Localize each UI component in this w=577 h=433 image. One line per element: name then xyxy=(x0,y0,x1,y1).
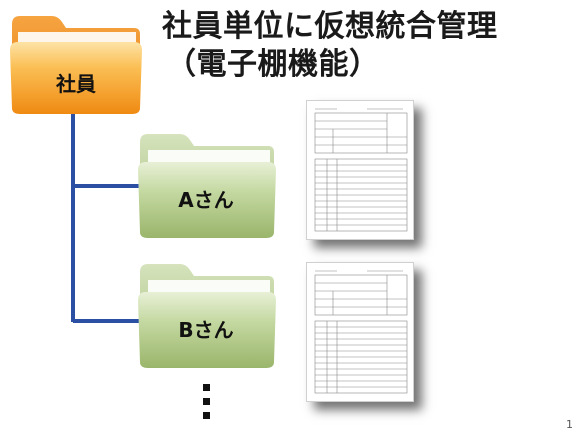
page-number: 1 xyxy=(566,418,573,431)
ellipsis-dot xyxy=(203,412,210,419)
ellipsis-dot xyxy=(203,384,210,391)
document-thumbnail-a[interactable] xyxy=(306,100,414,240)
root-folder[interactable]: 社員 xyxy=(8,10,144,116)
employee-folder-b[interactable]: Bさん xyxy=(134,262,278,370)
more-items-ellipsis xyxy=(202,384,212,430)
document-thumbnail-b[interactable] xyxy=(306,262,414,402)
employee-folder-label: Aさん xyxy=(178,188,234,212)
title-line-2: （電子棚機能） xyxy=(166,47,380,82)
employee-folder-a[interactable]: Aさん xyxy=(134,132,278,240)
employee-folder-label: Bさん xyxy=(178,318,234,342)
root-folder-label: 社員 xyxy=(56,72,96,96)
diagram-title: 社員単位に仮想統合管理 （電子棚機能） xyxy=(162,8,572,84)
folder-icon xyxy=(10,16,142,114)
title-line-1: 社員単位に仮想統合管理 xyxy=(162,9,498,44)
folder-icon xyxy=(138,264,276,368)
folder-icon xyxy=(138,134,276,238)
form-document-image xyxy=(314,108,408,232)
ellipsis-dot xyxy=(203,398,210,405)
form-document-image xyxy=(314,270,408,394)
